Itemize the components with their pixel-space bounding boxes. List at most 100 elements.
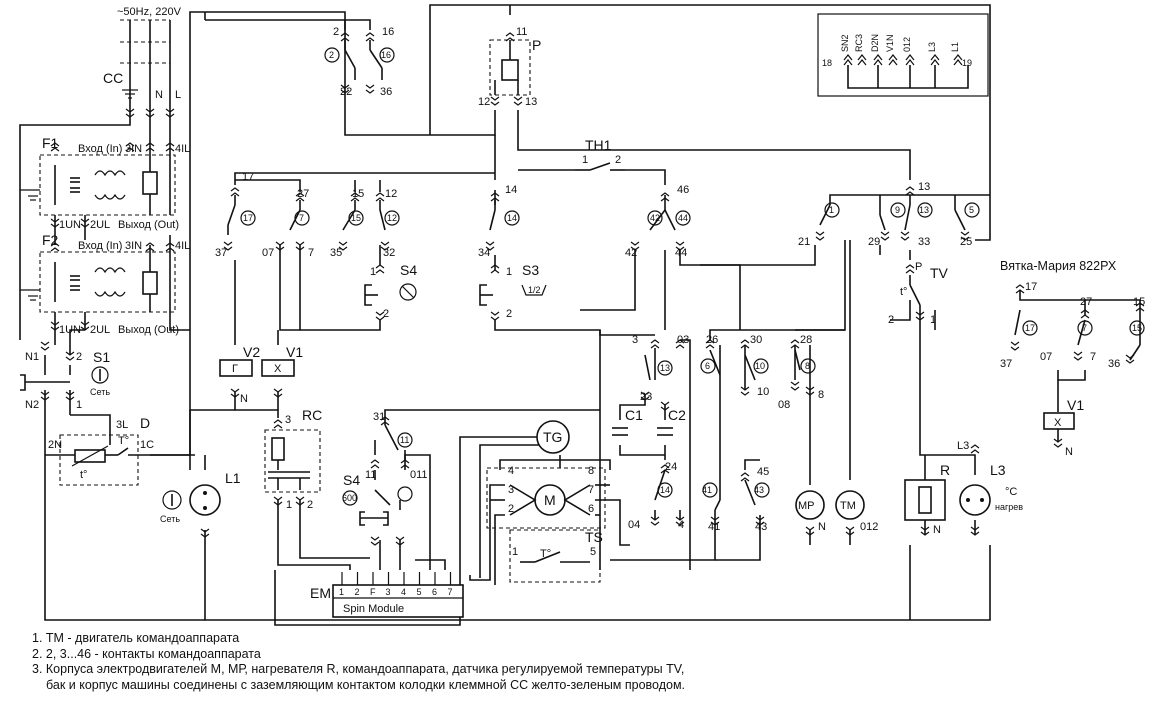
f2-4il: 4IL	[175, 240, 190, 252]
s1-p1: 1	[76, 399, 82, 411]
c-44-circle: 44	[678, 213, 688, 223]
connector-chevron	[40, 341, 50, 351]
connector-chevron	[740, 472, 750, 482]
l1-label: L1	[225, 470, 241, 486]
m-label: M	[544, 492, 556, 508]
contacts-13	[819, 195, 980, 231]
d-2n: 2N	[48, 439, 62, 451]
rc-label: RC	[302, 407, 322, 423]
c-24: 24	[665, 461, 677, 473]
contact-24	[654, 469, 681, 520]
connector-chevron	[740, 386, 750, 396]
c-5-circle: 5	[969, 205, 974, 215]
connector-chevron	[880, 231, 890, 241]
connector-chevron	[660, 401, 670, 411]
connector-chevron	[970, 526, 980, 536]
contacts-2-16	[324, 40, 395, 80]
connector-chevron	[705, 339, 715, 349]
ts-5: 5	[590, 546, 596, 558]
connector-chevron	[365, 84, 375, 94]
supply-l: L	[175, 89, 181, 101]
p-13: 13	[525, 96, 537, 108]
inset-15: 15	[1133, 296, 1145, 308]
connector-chevron	[375, 311, 385, 321]
switch-s4-speed[interactable]	[342, 486, 413, 526]
connector-chevron	[275, 241, 285, 251]
motor-m	[486, 467, 606, 529]
f1-label: F1	[42, 135, 59, 151]
v2-n: N	[240, 393, 248, 405]
connector-chevron	[845, 526, 855, 536]
s3-label: S3	[522, 262, 539, 278]
connector-chevron	[340, 32, 350, 42]
connector-chevron	[370, 536, 380, 546]
connector-chevron	[370, 459, 380, 469]
connector-chevron	[755, 516, 765, 526]
connector-chevron	[273, 496, 283, 506]
connector-chevron	[375, 192, 385, 202]
p-12: 12	[478, 96, 490, 108]
rc-3: 3	[285, 414, 291, 426]
f2-2ul: 2UL	[90, 324, 110, 336]
c-21: 21	[798, 236, 810, 248]
c-34: 34	[478, 247, 490, 259]
level-sensor-rc	[264, 429, 321, 493]
s3-2: 2	[506, 308, 512, 320]
c-4: 4	[678, 519, 684, 531]
ts-1: 1	[512, 546, 518, 558]
connector-arrow	[930, 54, 940, 66]
note-2: 2. 2, 3...46 - контакты командоаппарата	[32, 646, 261, 661]
switch-s4-top[interactable]	[364, 283, 417, 306]
connector-label-6: L1	[950, 42, 960, 52]
ts-label: TS	[585, 529, 603, 545]
tv-label: TV	[930, 265, 949, 281]
c-30: 30	[750, 334, 762, 346]
connector-chevron	[80, 218, 90, 228]
note-3: 3. Корпуса электродвигателей М, МР, нагр…	[32, 662, 685, 676]
c-8-circle: 8	[805, 361, 810, 371]
relay-p	[489, 39, 531, 96]
thermostat-tv	[909, 275, 921, 320]
thermal-switch-ts	[509, 529, 601, 583]
note-1: 1. ТМ - двигатель командоаппарата	[32, 631, 240, 645]
connector-arrow	[953, 54, 963, 66]
f1-1un: 1UN	[59, 219, 81, 231]
connector-chevron	[230, 187, 240, 197]
s3-1: 1	[506, 266, 512, 278]
connector-chevron	[350, 192, 360, 202]
connector-chevron	[65, 351, 75, 361]
heater-r	[904, 479, 946, 521]
em-pin-4: 4	[401, 587, 406, 597]
f2-in: Вход (In)	[78, 240, 122, 252]
contact-31	[384, 424, 413, 460]
c-10-circle: 10	[755, 361, 765, 371]
valve-v2	[219, 359, 253, 377]
c-12: 12	[385, 188, 397, 200]
filter-f1	[20, 154, 176, 245]
connector-chevron	[338, 241, 348, 251]
em-module-label: Spin Module	[343, 603, 404, 615]
c-35: 35	[330, 247, 342, 259]
connector-chevron	[640, 391, 650, 401]
mp-label: MP	[798, 500, 815, 512]
c-10: 10	[757, 386, 769, 398]
s4-speed-label: S4	[343, 472, 360, 488]
connector-chevron	[145, 108, 155, 118]
switch-s1[interactable]	[20, 355, 111, 430]
contacts-command	[227, 195, 691, 235]
em-pin-7: 7	[448, 587, 453, 597]
connector-chevron	[1125, 354, 1135, 364]
inset-27: 27	[1080, 296, 1092, 308]
connector-chevron	[675, 339, 685, 349]
c-12-circle: 12	[387, 213, 397, 223]
tv-2: 2	[888, 314, 894, 326]
connector-chevron	[125, 142, 135, 152]
s1-n2: N2	[25, 399, 39, 411]
connector-arrow	[843, 54, 853, 66]
c-16: 16	[382, 26, 394, 38]
connector-chevron	[273, 419, 283, 429]
connector-chevron	[490, 311, 500, 321]
switch-s3[interactable]	[479, 284, 547, 306]
m-pin-2: 2	[508, 503, 514, 515]
s1-label: S1	[93, 349, 110, 365]
